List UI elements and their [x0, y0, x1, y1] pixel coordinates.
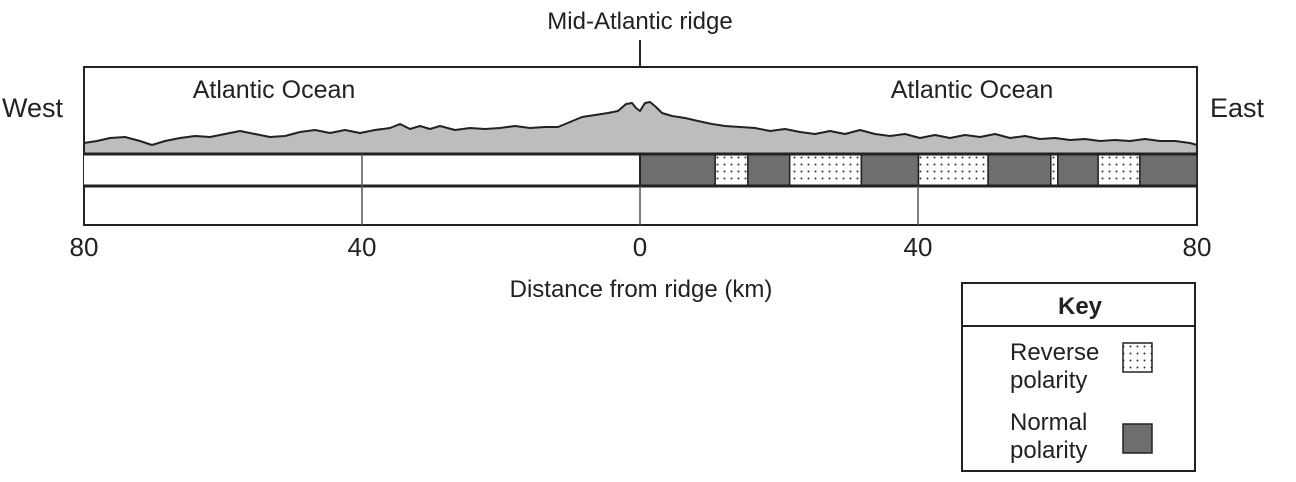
- polarity-band-normal-8: [1057, 153, 1099, 187]
- ocean-label-east: Atlantic Ocean: [891, 76, 1054, 104]
- east-label: East: [1210, 93, 1265, 123]
- legend-normal-label-1: Normal: [1010, 409, 1087, 436]
- polarity-band-normal-0: [639, 153, 716, 187]
- legend-reverse-swatch: [1122, 342, 1153, 373]
- ridge-label: Mid-Atlantic ridge: [547, 8, 732, 35]
- polarity-band-reverse-5: [917, 153, 989, 187]
- tick-label-west-80: 80: [70, 232, 99, 262]
- legend-reverse-label-1: Reverse: [1010, 339, 1099, 366]
- legend-title: Key: [1058, 293, 1103, 320]
- tick-label-zero: 0: [633, 232, 647, 262]
- ocean-label-west: Atlantic Ocean: [193, 76, 356, 104]
- polarity-band-reverse-9: [1097, 153, 1141, 187]
- polarity-bands-east: [639, 153, 1198, 187]
- tick-label-east-80: 80: [1183, 232, 1212, 262]
- polarity-band-reverse-1: [714, 153, 749, 187]
- tick-label-west-40: 40: [348, 232, 377, 262]
- polarity-band-normal-10: [1139, 153, 1198, 187]
- west-label: West: [2, 93, 64, 123]
- legend-key: Key Reverse polarity Normal polarity: [961, 282, 1196, 472]
- legend-box: [961, 282, 1196, 472]
- seafloor-profile: [83, 101, 1198, 155]
- tick-label-east-40: 40: [904, 232, 933, 262]
- polarity-band-normal-2: [747, 153, 791, 187]
- polarity-band-reverse-3: [788, 153, 863, 187]
- x-axis-title: Distance from ridge (km): [510, 276, 773, 303]
- polarity-band-reverse-7: [1050, 153, 1059, 187]
- legend-normal-swatch: [1122, 423, 1153, 454]
- legend-reverse-label-2: polarity: [1010, 367, 1087, 394]
- polarity-band-normal-4: [860, 153, 920, 187]
- polarity-band-normal-6: [987, 153, 1052, 187]
- legend-normal-label-2: polarity: [1010, 437, 1087, 464]
